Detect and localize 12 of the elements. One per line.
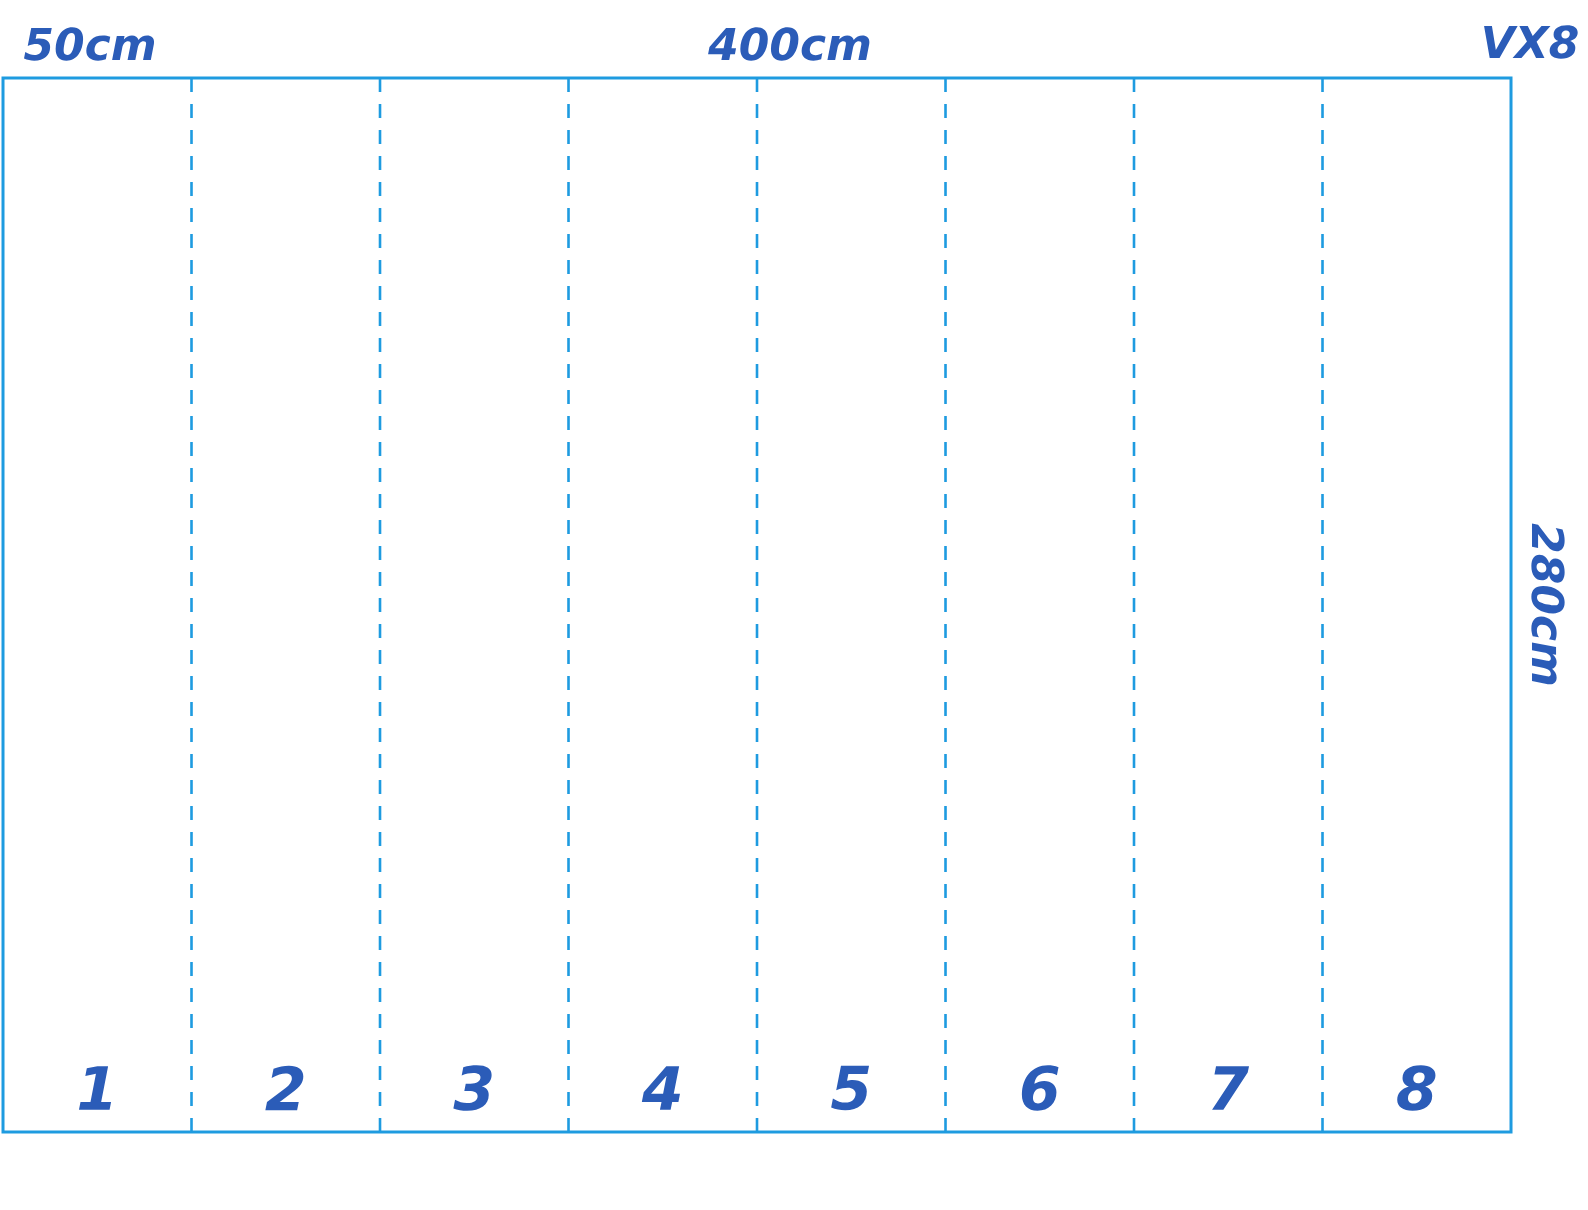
panel-number: 1 [78,1066,112,1110]
panel-number: 5 [831,1065,870,1111]
panel-number: 3 [453,1065,492,1111]
panel-number: 6 [1021,1065,1059,1111]
dimension-label: 280cm [1531,523,1565,685]
dimension-label: 400cm [708,27,870,61]
dimension-label: 50cm [24,27,155,61]
panel-number: 8 [1397,1065,1436,1111]
panel-number: 2 [265,1065,304,1111]
panel-number: 4 [641,1066,680,1110]
panel-number: 7 [1212,1066,1249,1110]
dimension-label: VX8 [1484,25,1578,59]
